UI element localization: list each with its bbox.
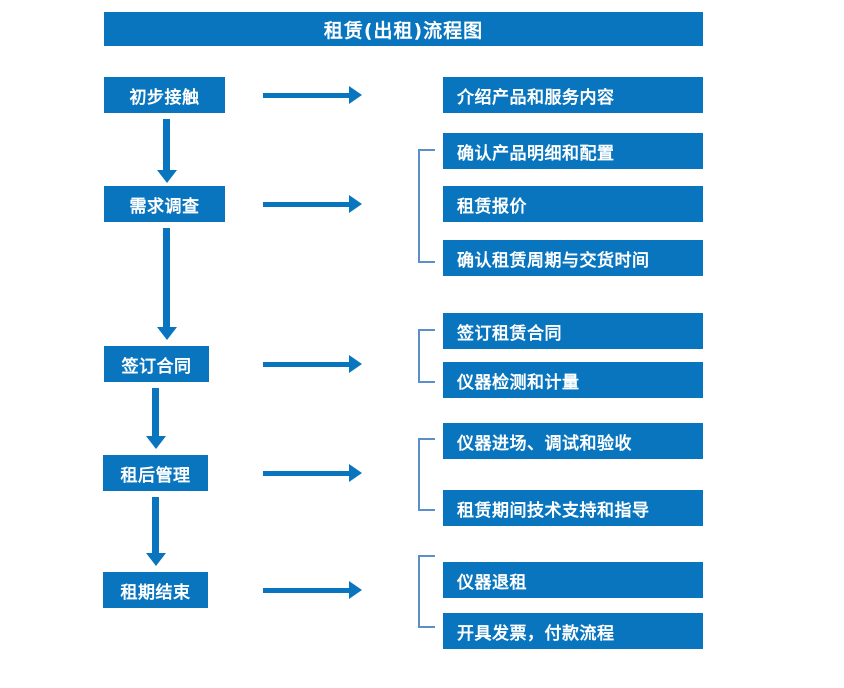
detail-box-6[interactable]: 仪器检测和计量 bbox=[443, 362, 703, 398]
bracket-group-stage3 bbox=[418, 329, 435, 383]
right-arrow-stage2 bbox=[263, 195, 362, 213]
detail-box-10[interactable]: 开具发票，付款流程 bbox=[443, 613, 703, 649]
down-arrow-stage1-stage2 bbox=[157, 119, 177, 183]
right-arrow-stage3 bbox=[263, 355, 362, 373]
down-arrow-stage3-stage4 bbox=[146, 388, 166, 449]
detail-box-8[interactable]: 租赁期间技术支持和指导 bbox=[443, 490, 703, 526]
right-arrow-stage1 bbox=[263, 86, 362, 104]
page-title: 租赁(出租)流程图 bbox=[104, 12, 703, 46]
detail-box-3[interactable]: 租赁报价 bbox=[443, 186, 703, 222]
detail-box-4[interactable]: 确认租赁周期与交货时间 bbox=[443, 240, 703, 276]
stage-box-2[interactable]: 需求调查 bbox=[104, 186, 225, 222]
bracket-group-stage4 bbox=[418, 438, 435, 511]
stage-box-4[interactable]: 租后管理 bbox=[103, 455, 208, 491]
detail-box-2[interactable]: 确认产品明细和配置 bbox=[443, 133, 703, 169]
detail-box-7[interactable]: 仪器进场、调试和验收 bbox=[443, 423, 703, 459]
right-arrow-stage4 bbox=[263, 464, 362, 482]
detail-box-5[interactable]: 签订租赁合同 bbox=[443, 313, 703, 349]
stage-box-3[interactable]: 签订合同 bbox=[104, 346, 209, 382]
detail-box-9[interactable]: 仪器退租 bbox=[443, 562, 703, 598]
bracket-group-stage2 bbox=[418, 149, 435, 263]
down-arrow-stage4-stage5 bbox=[146, 497, 166, 566]
down-arrow-stage2-stage3 bbox=[157, 228, 177, 340]
detail-box-1[interactable]: 介绍产品和服务内容 bbox=[443, 77, 703, 113]
bracket-group-stage5 bbox=[418, 555, 435, 628]
right-arrow-stage5 bbox=[263, 581, 362, 599]
stage-box-5[interactable]: 租期结束 bbox=[103, 572, 208, 608]
stage-box-1[interactable]: 初步接触 bbox=[104, 77, 225, 113]
